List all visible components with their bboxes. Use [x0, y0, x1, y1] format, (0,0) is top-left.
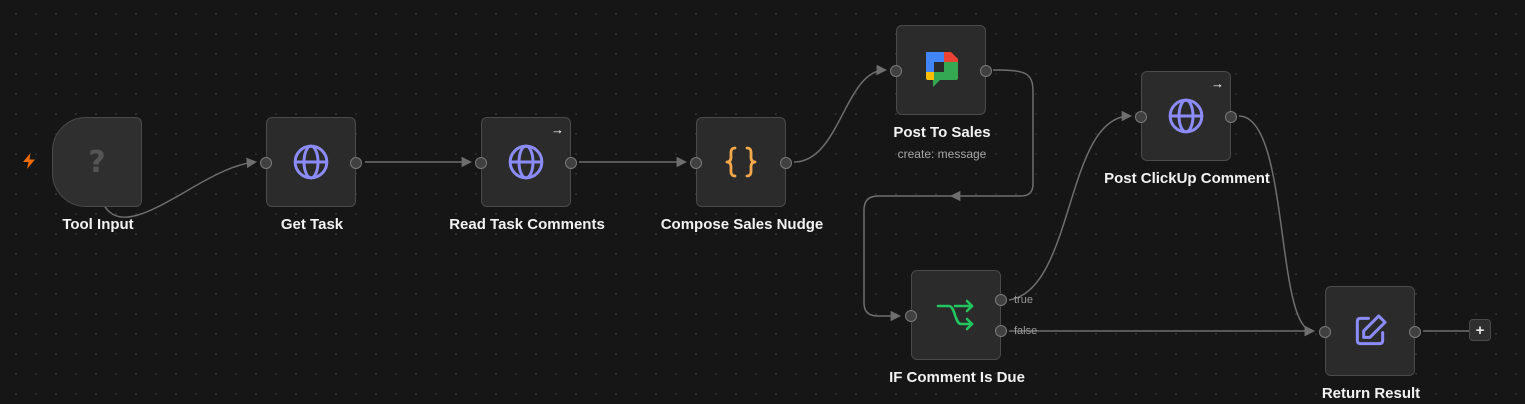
input-handle[interactable]	[890, 65, 902, 77]
node-label: Tool Input	[62, 216, 134, 233]
question-mark-icon: ?	[88, 144, 106, 180]
node-compose-sales-nudge[interactable]: Compose Sales Nudge	[661, 117, 823, 233]
node-post-to-sales[interactable]: Post To Sales create: message	[890, 25, 992, 161]
node-label: Read Task Comments	[449, 216, 605, 233]
globe-icon	[508, 144, 544, 180]
branch-label-true: true	[1014, 294, 1033, 306]
node-subtitle: create: message	[897, 147, 987, 161]
branch-label-false: false	[1014, 325, 1038, 337]
node-get-task[interactable]: Get Task	[260, 117, 362, 233]
arrow-right-icon: →	[1211, 76, 1224, 91]
trigger-bolt-icon	[23, 153, 35, 169]
output-handle[interactable]	[350, 157, 362, 169]
output-handle[interactable]	[1225, 111, 1237, 123]
node-label: Return Result	[1321, 385, 1421, 402]
edge-post-to-sales-to-if-comment-is-due[interactable]	[863, 69, 1034, 322]
input-handle[interactable]	[905, 310, 917, 322]
curly-braces-icon	[725, 146, 757, 178]
node-return-result[interactable]: Return Result	[1319, 286, 1421, 402]
input-handle[interactable]	[475, 157, 487, 169]
edge-if-true-to-post-clickup-comment[interactable]	[1008, 110, 1133, 301]
output-handle[interactable]	[1409, 326, 1421, 338]
node-post-clickup-comment[interactable]: → Post ClickUp Comment	[1104, 71, 1270, 187]
google-chat-icon	[926, 52, 958, 87]
edge-tool-input-to-get-task[interactable]	[103, 157, 258, 218]
node-read-task-comments[interactable]: → Read Task Comments	[449, 117, 605, 233]
node-label: Post To Sales	[893, 124, 991, 141]
node-label: Compose Sales Nudge	[660, 216, 824, 233]
output-handle[interactable]	[780, 157, 792, 169]
edge-post-clickup-comment-to-return-result[interactable]	[1238, 115, 1316, 337]
edit-icon	[1355, 314, 1387, 346]
add-node-button[interactable]: +	[1469, 319, 1491, 341]
input-handle[interactable]	[1135, 111, 1147, 123]
node-label: Get Task	[280, 216, 344, 233]
output-handle-true[interactable]	[995, 294, 1007, 306]
input-handle[interactable]	[1319, 326, 1331, 338]
output-handle[interactable]	[980, 65, 992, 77]
globe-icon	[1168, 98, 1204, 134]
edge-compose-sales-nudge-to-post-to-sales[interactable]	[793, 64, 888, 163]
output-handle[interactable]	[565, 157, 577, 169]
node-tool-input[interactable]: ? Tool Input	[52, 117, 142, 233]
node-label: Post ClickUp Comment	[1104, 170, 1270, 187]
plus-icon: +	[1475, 321, 1485, 339]
node-label: IF Comment Is Due	[889, 369, 1025, 386]
input-handle[interactable]	[690, 157, 702, 169]
node-if-comment-is-due[interactable]: true false IF Comment Is Due	[889, 270, 1037, 386]
input-handle[interactable]	[260, 157, 272, 169]
if-branch-icon	[936, 299, 974, 331]
arrow-right-icon: →	[551, 122, 564, 137]
globe-icon	[293, 144, 329, 180]
output-handle-false[interactable]	[995, 325, 1007, 337]
